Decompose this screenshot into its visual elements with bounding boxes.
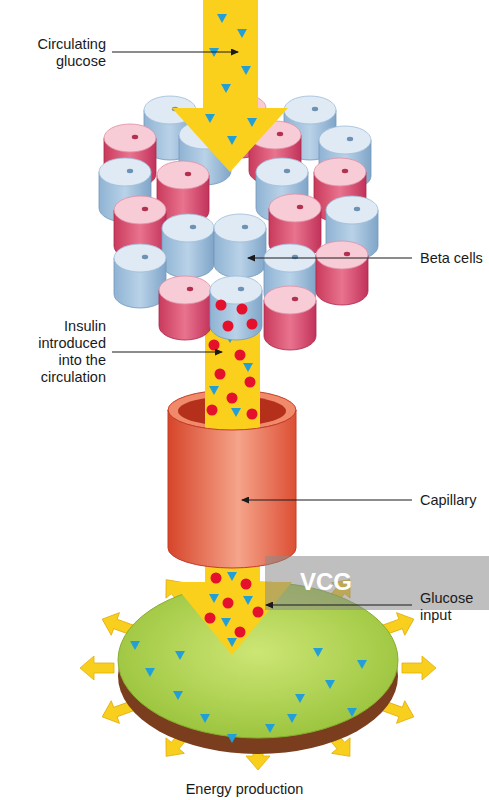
callout-label: Glucose input [420,590,486,624]
insulin-particle [211,573,222,584]
insulin-particle [235,627,246,638]
glucose-particle [265,724,275,733]
leader-line [112,351,222,352]
glucose-flow-arrow [172,0,288,172]
insulin-particle [207,405,218,416]
glucose-particle [237,29,247,38]
energy-ray [80,656,114,680]
callout-label: Capillary [420,492,486,509]
glucose-in-cell [130,641,367,743]
callout-label: Circulating glucose [14,36,106,70]
glucose-particle [287,714,297,723]
glucose-particle [227,638,237,647]
glucose-particle [145,668,155,677]
glucose-particle [217,14,227,23]
insulin-particle [223,321,234,332]
alpha-cell [316,241,368,305]
watermark-text: VCG [300,568,380,596]
leader-line [248,257,412,258]
glucose-particle [173,691,183,700]
insulin-particle [247,409,258,420]
beta-cell [162,214,214,278]
beta-cell [210,276,262,340]
glucose-particle [209,594,219,603]
insulin-particle [235,350,246,361]
glucose-particle [347,708,357,717]
glucose-particle [221,84,231,93]
beta-cell [114,244,166,308]
glucose-particle [227,136,237,145]
glucose-particle [241,66,251,75]
beta-cell-cluster-front [99,158,378,350]
insulin-on-cell [216,300,258,332]
leader-line [242,499,412,500]
insulin-particle [216,300,227,311]
alpha-cell [159,276,211,340]
leader-line [266,604,412,605]
alpha-cell [264,286,316,350]
insulin-particle [237,304,248,315]
glucose-particle [209,386,219,395]
insulin-particle [241,579,252,590]
insulin-particle [205,613,216,624]
leader-line [112,51,238,52]
insulin-particle [245,377,256,388]
glucose-particles [205,14,257,145]
insulin-particle [209,340,220,351]
glucose-particle [221,618,231,627]
callout-label: Insulin introduced into the circulation [14,318,106,386]
energy-ray [402,656,436,680]
glucose-particle [325,680,335,689]
glucose-particle [130,641,140,650]
insulin-particle [247,319,258,330]
callout-label: Beta cells [420,250,486,267]
glucose-particle [205,114,215,123]
glucose-particle [313,648,323,657]
flow-particles [205,334,264,647]
glucose-particle [227,734,237,743]
glucose-particle [247,118,257,127]
beta-cell [214,214,266,278]
glucose-particle [175,651,185,660]
glucose-particle [227,572,237,581]
insulin-particle [227,393,238,404]
glucose-particle [295,694,305,703]
glucose-particle [243,596,253,605]
insulin-particle [253,607,264,618]
capillary-tube [168,410,296,568]
insulin-particle [215,369,226,380]
glucose-particle [243,363,253,372]
glucose-particle [357,660,367,669]
leader-lines [112,52,412,605]
insulin-particle [223,598,234,609]
glucose-particle [231,408,241,417]
output-label: Energy production [0,781,489,798]
glucose-particle [200,714,210,723]
